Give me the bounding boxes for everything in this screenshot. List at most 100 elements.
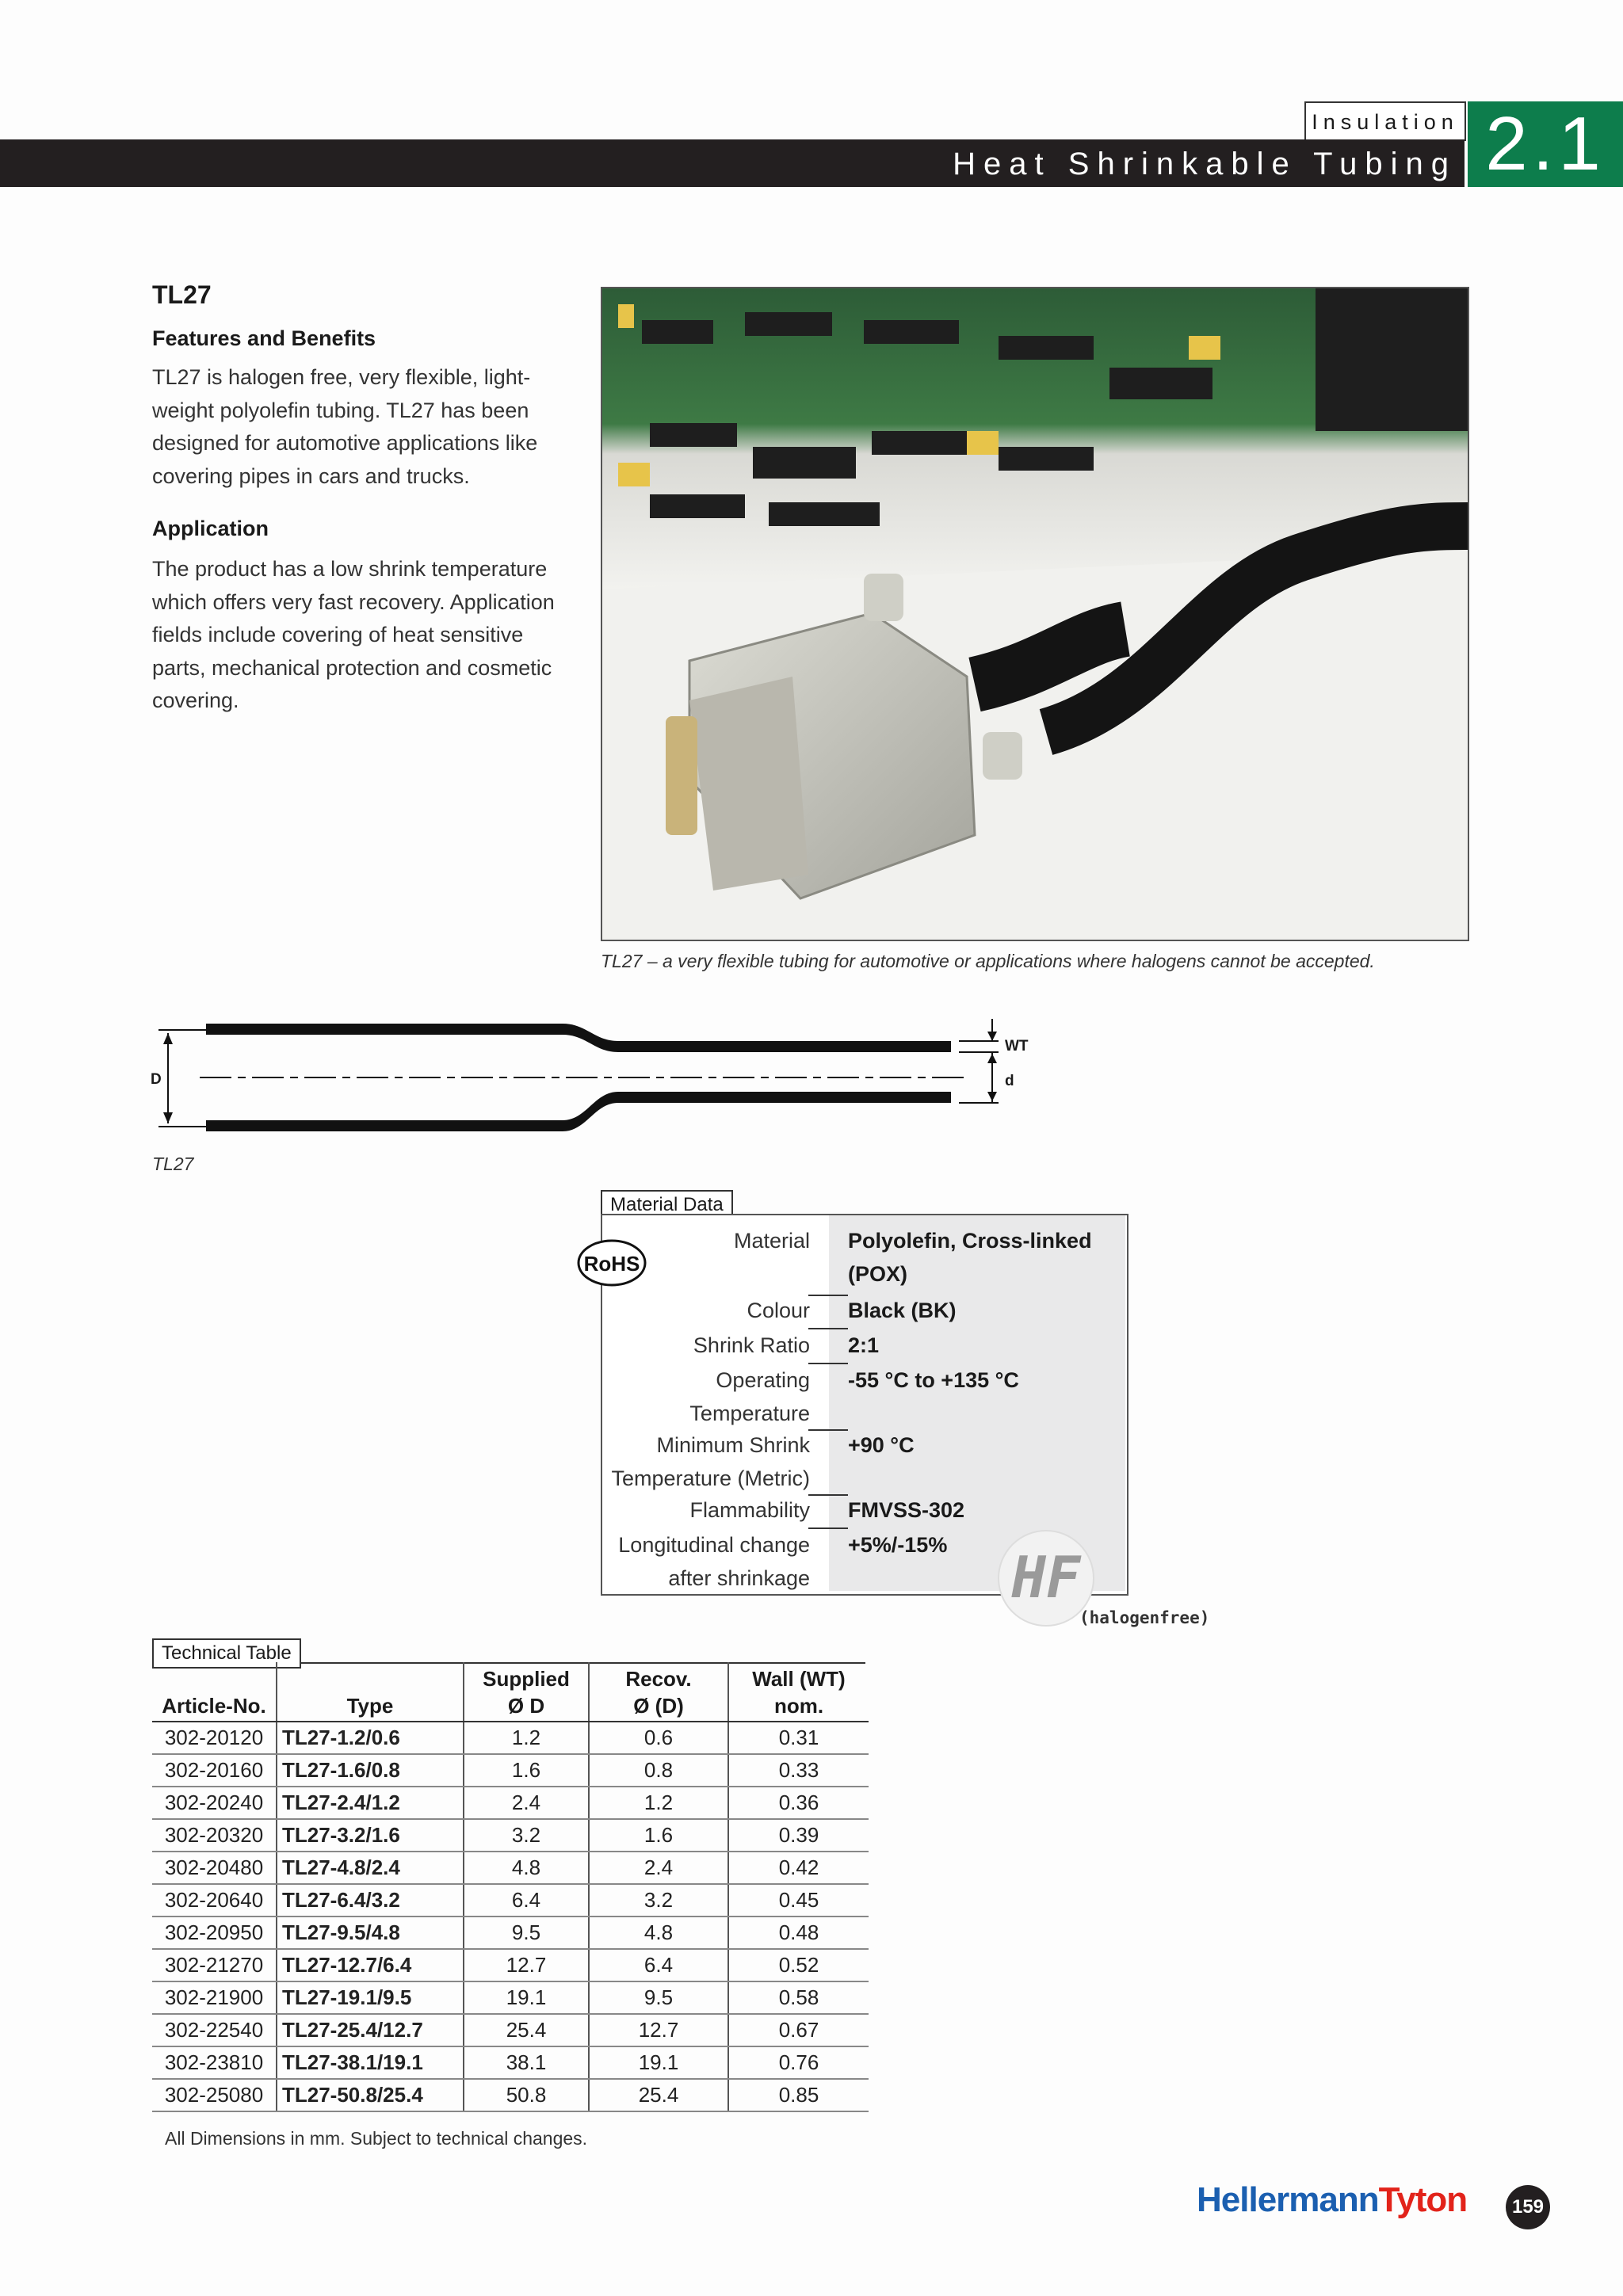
article-no: 302-20240: [152, 1787, 277, 1820]
type: TL27-19.1/9.5: [277, 1981, 464, 2015]
supplied-d: 19.1: [464, 1981, 590, 2015]
type: TL27-4.8/2.4: [277, 1852, 464, 1885]
wall-thickness-label: WT: [1005, 1038, 1029, 1055]
supplied-d: 2.4: [464, 1787, 590, 1820]
wall-nom: 0.31: [728, 1722, 869, 1755]
wall-nom: 0.36: [728, 1787, 869, 1820]
supplied-d: 3.2: [464, 1819, 590, 1852]
wall-nom: 0.52: [728, 1949, 869, 1982]
article-no: 302-25080: [152, 2079, 277, 2112]
page-number: 159: [1506, 2185, 1550, 2229]
recovered-d: 4.8: [589, 1917, 729, 1950]
recovered-d: 6.4: [589, 1949, 729, 1982]
recovered-d: 2.4: [589, 1852, 729, 1885]
page-title: Heat Shrinkable Tubing: [953, 147, 1457, 181]
supplied-d: 12.7: [464, 1949, 590, 1982]
chapter-number: 2.1: [1468, 101, 1623, 187]
product-photo: [601, 287, 1469, 941]
row-divider: [808, 1363, 848, 1364]
col-article: Article-No.: [152, 1662, 277, 1722]
connector-illustration: [602, 288, 1468, 940]
wall-nom: 0.76: [728, 2046, 869, 2080]
svg-text:RoHS: RoHS: [584, 1252, 640, 1276]
material-label: Material: [733, 1229, 810, 1253]
wall-nom: 0.67: [728, 2014, 869, 2047]
material-value: Polyolefin, Cross-linked (POX): [848, 1229, 1092, 1286]
flammability-value: FMVSS-302: [848, 1498, 965, 1522]
brand-part2: Tyton: [1378, 2180, 1468, 2219]
features-heading: Features and Benefits: [152, 326, 376, 350]
article-no: 302-23810: [152, 2046, 277, 2080]
min-shrink-temp-label: Minimum Shrink Temperature (Metric): [611, 1433, 810, 1490]
article-no: 302-20480: [152, 1852, 277, 1885]
row-divider: [808, 1494, 848, 1496]
supplied-d: 1.2: [464, 1722, 590, 1755]
article-no: 302-20950: [152, 1917, 277, 1950]
supplied-d: 50.8: [464, 2079, 590, 2112]
rohs-logo: RoHS: [575, 1238, 648, 1288]
brand-part1: Hellermann: [1197, 2180, 1380, 2219]
shrink-ratio-value: 2:1: [848, 1333, 880, 1357]
wall-nom: 0.48: [728, 1917, 869, 1950]
type: TL27-12.7/6.4: [277, 1949, 464, 1982]
operating-temp-value: -55 °C to +135 °C: [848, 1368, 1019, 1392]
wall-nom: 0.39: [728, 1819, 869, 1852]
wall-nom: 0.58: [728, 1981, 869, 2015]
product-name: TL27: [152, 280, 212, 309]
article-no: 302-21270: [152, 1949, 277, 1982]
type: TL27-38.1/19.1: [277, 2046, 464, 2080]
material-data-values-panel: [829, 1215, 1125, 1591]
longitudinal-change-label: Longitudinal change after shrinkage: [618, 1533, 810, 1590]
shrink-ratio-label: Shrink Ratio: [693, 1333, 810, 1357]
min-shrink-temp-value: +90 °C: [848, 1433, 915, 1457]
features-text: TL27 is halogen free, very flexible, lig…: [152, 365, 538, 488]
wall-nom: 0.85: [728, 2079, 869, 2112]
supplied-d: 6.4: [464, 1884, 590, 1917]
col-recovered: Recov.Ø (D): [589, 1662, 729, 1722]
recovered-d: 0.8: [589, 1754, 729, 1787]
tubing-diagram: [158, 1019, 999, 1131]
section-label: Insulation: [1304, 101, 1466, 141]
table-footnote: All Dimensions in mm. Subject to technic…: [165, 2128, 588, 2149]
type: TL27-2.4/1.2: [277, 1787, 464, 1820]
wall-nom: 0.33: [728, 1754, 869, 1787]
wall-nom: 0.45: [728, 1884, 869, 1917]
col-wall: Wall (WT)nom.: [728, 1662, 869, 1722]
recovered-d: 1.6: [589, 1819, 729, 1852]
svg-text:HF: HF: [1011, 1544, 1082, 1611]
wall-nom: 0.42: [728, 1852, 869, 1885]
recovered-d: 9.5: [589, 1981, 729, 2015]
halogen-free-logo: HF: [994, 1527, 1152, 1630]
supplied-d: 25.4: [464, 2014, 590, 2047]
recovered-d: 25.4: [589, 2079, 729, 2112]
longitudinal-change-value: +5%/-15%: [848, 1533, 948, 1557]
brand-logo: HellermannTyton: [1197, 2180, 1468, 2220]
type: TL27-6.4/3.2: [277, 1884, 464, 1917]
diagram-caption: TL27: [152, 1154, 194, 1174]
application-heading: Application: [152, 517, 269, 540]
colour-label: Colour: [747, 1299, 810, 1322]
type: TL27-3.2/1.6: [277, 1819, 464, 1852]
diameter-D-label: D: [151, 1071, 162, 1088]
supplied-d: 38.1: [464, 2046, 590, 2080]
flammability-label: Flammability: [689, 1498, 810, 1522]
halogen-free-text: (halogenfree): [1079, 1608, 1210, 1627]
row-divider: [808, 1295, 848, 1296]
article-no: 302-20160: [152, 1754, 277, 1787]
colour-value: Black (BK): [848, 1299, 957, 1322]
article-no: 302-20640: [152, 1884, 277, 1917]
type: TL27-1.2/0.6: [277, 1722, 464, 1755]
type: TL27-9.5/4.8: [277, 1917, 464, 1950]
